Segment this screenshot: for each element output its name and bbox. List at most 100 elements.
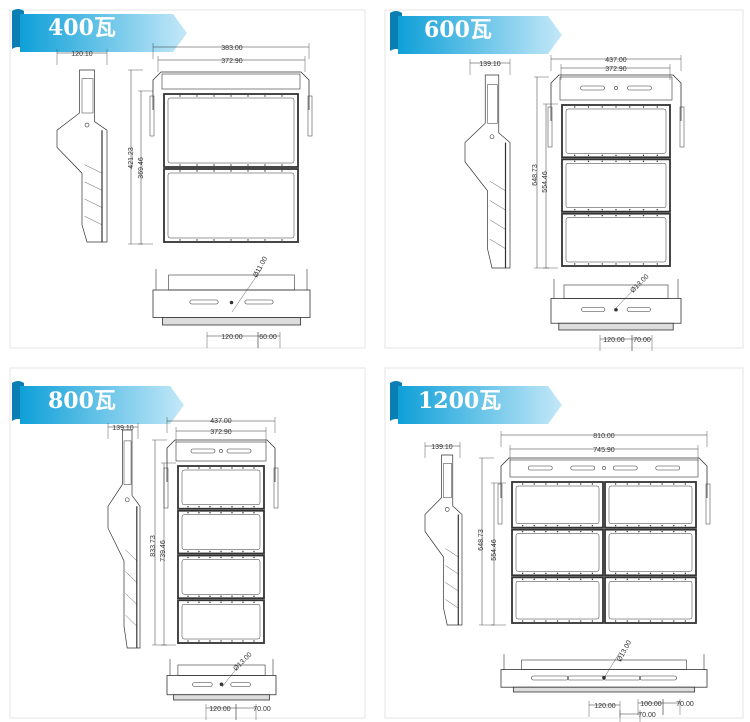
bottom-view-bracket	[563, 284, 669, 299]
mounting-bracket	[166, 439, 276, 482]
led-lens	[167, 172, 295, 239]
screw	[247, 239, 249, 241]
led-module	[177, 465, 265, 510]
bracket-slot	[570, 465, 596, 471]
screw	[614, 620, 617, 622]
screw	[642, 154, 645, 157]
led-lens	[181, 559, 261, 595]
bottom-view-bracket	[521, 659, 687, 670]
center-hole	[229, 300, 234, 305]
screw	[591, 620, 594, 622]
panel-frame	[384, 367, 744, 719]
center-hole	[219, 682, 224, 687]
screw	[591, 483, 594, 485]
screw	[626, 483, 628, 485]
screw	[198, 467, 200, 469]
overall-height-label: 648.73	[532, 164, 539, 186]
inner-height-label: 554.46	[542, 171, 549, 193]
screw	[242, 550, 244, 553]
screw	[220, 601, 222, 603]
leader-line	[615, 282, 641, 309]
mounting-bracket	[500, 457, 708, 498]
side-view-rib	[445, 548, 459, 558]
screw	[629, 160, 631, 163]
screw	[209, 640, 211, 642]
screw	[574, 208, 576, 211]
screw	[187, 640, 189, 642]
side-view-rib	[489, 200, 506, 211]
mount-slot	[581, 307, 606, 312]
screw	[673, 578, 675, 581]
screw	[231, 640, 233, 642]
screw	[601, 160, 603, 163]
screw	[533, 620, 535, 622]
screw	[264, 239, 266, 241]
screw	[626, 572, 628, 575]
screw	[545, 524, 547, 527]
led-lens	[608, 581, 693, 620]
screw	[545, 572, 547, 575]
screw	[580, 578, 582, 581]
bottom-dim-label: 70.00	[676, 701, 694, 708]
center-hole	[614, 307, 618, 312]
side-view-rib	[84, 164, 103, 174]
side-view-rib	[125, 615, 137, 627]
screw	[580, 572, 582, 575]
screw	[521, 572, 524, 575]
screw	[638, 572, 640, 575]
screw	[220, 595, 222, 597]
bracket-slot	[627, 85, 652, 91]
screw	[587, 208, 590, 211]
screw	[253, 512, 255, 514]
screw	[601, 208, 603, 211]
screw	[230, 239, 232, 241]
screw	[179, 239, 181, 241]
screw	[638, 524, 640, 527]
led-lens	[565, 163, 667, 208]
screw	[642, 214, 645, 217]
side-view-rib	[445, 565, 459, 575]
screw	[568, 572, 570, 575]
side-view-rib	[125, 593, 137, 605]
screw	[615, 160, 617, 163]
screw	[684, 620, 687, 622]
screw	[521, 578, 524, 581]
screw	[649, 524, 652, 527]
side-view-bracket	[123, 440, 132, 485]
screw	[556, 620, 559, 622]
bottom-view-lens	[173, 694, 270, 701]
screw	[198, 601, 200, 603]
bracket-slot	[190, 448, 216, 454]
led-module	[511, 528, 604, 577]
screw	[649, 483, 652, 485]
side-width-label: 139.10	[431, 444, 453, 451]
inner-width-label: 745.90	[593, 447, 615, 454]
screw	[673, 530, 675, 533]
screw	[242, 467, 244, 469]
screw	[220, 506, 222, 508]
led-lens	[608, 485, 693, 524]
overall-width-label: 437.00	[605, 57, 627, 64]
banner-800w: 800瓦	[48, 388, 116, 414]
inner-height-label: 369.46	[138, 157, 145, 179]
leader-line	[231, 267, 263, 313]
side-view-bracket	[487, 84, 498, 124]
pivot-icon	[84, 122, 90, 128]
mounting-bracket	[152, 71, 310, 110]
screw	[231, 512, 233, 514]
screw	[253, 506, 255, 508]
bottom-dim-label: 120.00	[603, 337, 625, 344]
screw	[614, 530, 617, 533]
screw	[209, 595, 211, 597]
screw	[264, 164, 266, 166]
screw	[684, 572, 687, 575]
screw	[587, 154, 590, 157]
screw	[209, 467, 211, 469]
bottom-dim-label: 120.00	[209, 706, 231, 713]
side-view-bracket	[81, 78, 94, 114]
hole-diameter-label: Ø13.00	[629, 273, 650, 294]
bracket-slot	[226, 448, 252, 454]
screw	[198, 550, 200, 553]
screw	[187, 601, 189, 603]
